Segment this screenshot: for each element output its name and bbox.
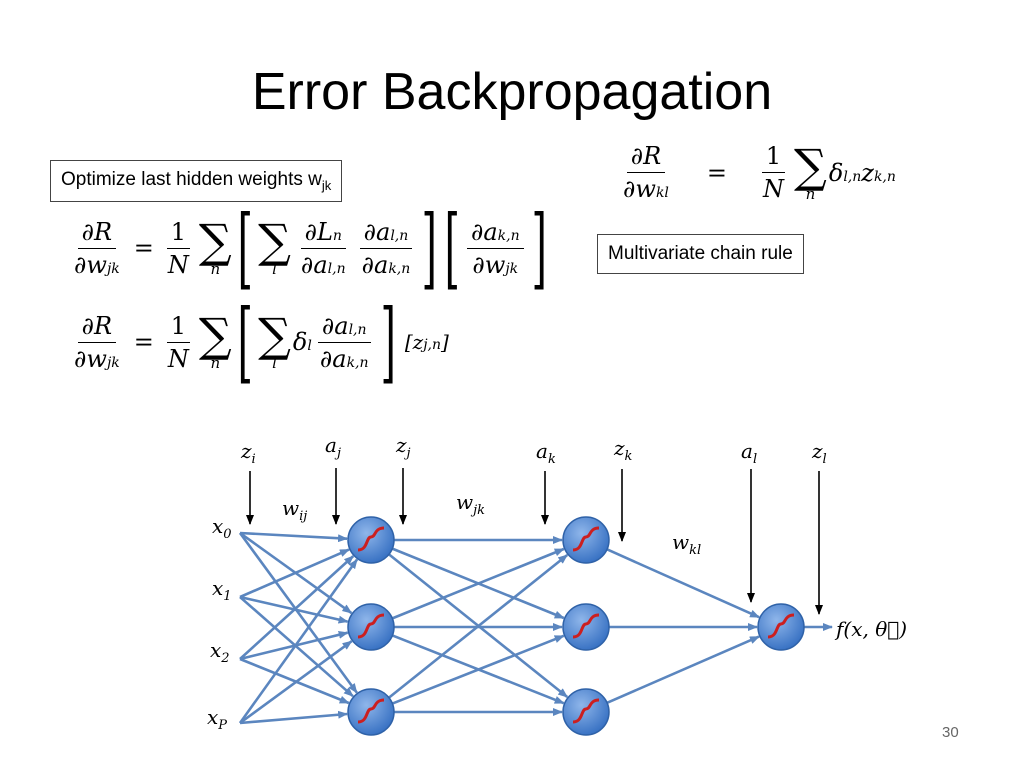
slide-title: Error Backpropagation	[251, 63, 773, 121]
hidden1-node-2	[347, 688, 395, 736]
chain-rule-label: Multivariate chain rule	[608, 243, 793, 264]
sigmoid-curve-icon	[572, 526, 600, 552]
weight-label-wij: wij	[282, 496, 307, 524]
sigmoid-curve-icon	[572, 613, 600, 639]
edge-hidden1-hidden2	[391, 547, 565, 620]
sigmoid-curve-icon	[357, 526, 385, 552]
hidden2-node-2	[562, 688, 610, 736]
edge-input-hidden1	[239, 640, 353, 725]
edge-input-hidden1	[239, 657, 350, 705]
edge-input-hidden1	[239, 548, 350, 599]
hidden2-node-1	[562, 603, 610, 651]
output-label: f(x, θ⃗)	[834, 617, 907, 641]
label-ak: ak	[536, 439, 556, 467]
edge-hidden1-hidden2	[388, 553, 569, 699]
optimize-subscript: jk	[321, 177, 332, 193]
hidden1-node-0	[347, 516, 395, 564]
label-zi: zi	[240, 439, 256, 467]
edge-hidden1-hidden2	[391, 634, 565, 705]
page-number: 30	[942, 724, 959, 741]
label-zk: zk	[613, 436, 633, 464]
label-al: al	[741, 439, 757, 467]
edge-input-hidden1	[239, 710, 349, 725]
edge-hidden2-output	[606, 548, 760, 619]
sigmoid-curve-icon	[357, 698, 385, 724]
chain-rule-box: Multivariate chain rule	[597, 234, 804, 274]
label-zl: zl	[811, 439, 827, 467]
edge-input-hidden1	[238, 532, 358, 694]
sigmoid-curve-icon	[357, 613, 385, 639]
edge-input-hidden1	[238, 558, 359, 724]
input-label-xP: xP	[207, 705, 227, 733]
hidden1-node-1	[347, 603, 395, 651]
edge-input-hidden1	[239, 555, 355, 660]
sigmoid-curve-icon	[572, 698, 600, 724]
weight-label-wkl: wkl	[672, 530, 701, 558]
edge-input-hidden1	[239, 531, 349, 543]
label-aj: aj	[325, 433, 341, 461]
input-label-x0: x0	[212, 514, 232, 542]
input-label-x1: x1	[212, 576, 232, 604]
optimize-label: Optimize last hidden weights w	[61, 169, 322, 190]
edge-hidden2-output	[606, 635, 760, 705]
edge-input-hidden1	[239, 596, 354, 698]
optimize-box: Optimize last hidden weights wjk	[50, 160, 343, 202]
weight-label-wjk: wjk	[456, 490, 485, 518]
hidden2-node-0	[562, 516, 610, 564]
label-zj: zj	[395, 433, 411, 461]
output-node	[757, 603, 805, 651]
input-label-x2: x2	[210, 638, 230, 666]
sigmoid-curve-icon	[767, 613, 795, 639]
